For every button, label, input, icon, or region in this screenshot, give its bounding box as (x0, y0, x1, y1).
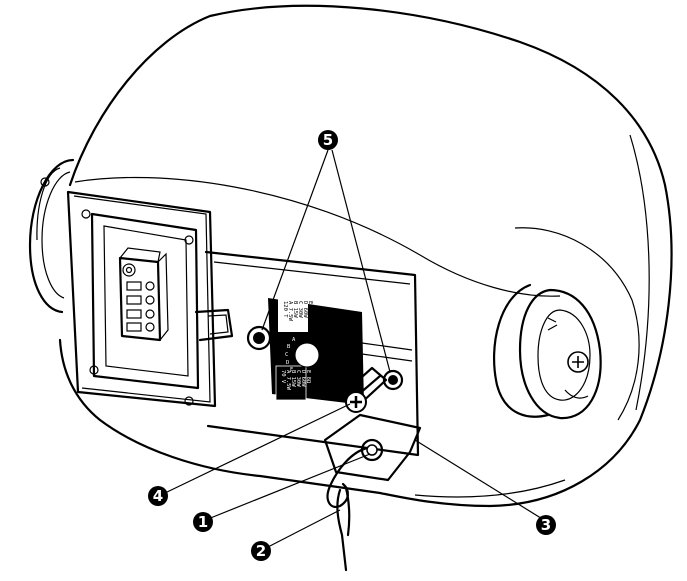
svg-text:120 T: 120 T (282, 301, 288, 318)
housing-contour-line (74, 176, 561, 297)
lower-tap-label: 70 V A 7.5W B 15W C 30W D 60W E 8Ω (280, 370, 311, 391)
dial-letters: A B C D E (285, 337, 296, 373)
svg-text:D 60W: D 60W (302, 301, 308, 318)
upper-tap-label: 120 T A 7.5W B 15W C 30W D 60W E 8Ω (282, 301, 313, 322)
latch-tab (194, 308, 234, 342)
tap-selector-dial (294, 342, 320, 368)
mounting-screw (343, 366, 388, 413)
left-knob (28, 158, 75, 314)
threaded-insert-right (382, 369, 404, 391)
leader-5b (331, 149, 391, 373)
housing-right-edge (629, 134, 650, 411)
svg-text:A: A (292, 337, 296, 343)
leader-4 (164, 403, 351, 494)
svg-text:E: E (290, 367, 293, 373)
screw-top-left (81, 209, 91, 219)
housing-outline (58, 4, 673, 508)
screw-bottom-right (184, 396, 194, 406)
svg-text:2: 2 (256, 542, 266, 560)
svg-text:C 30W: C 30W (295, 370, 301, 387)
svg-text:E 8Ω: E 8Ω (307, 301, 313, 315)
svg-text:D 60W: D 60W (300, 370, 306, 387)
svg-text:B 15W: B 15W (292, 301, 298, 318)
svg-text:A 7.5W: A 7.5W (287, 301, 293, 322)
screw-top-right (184, 235, 194, 245)
knob-center-cap (567, 351, 589, 373)
terminal-block-connector (118, 247, 169, 342)
svg-text:C 30W: C 30W (297, 301, 303, 318)
threaded-insert-left (246, 325, 272, 351)
svg-text:D: D (286, 360, 289, 366)
safety-wire (326, 446, 369, 572)
tap-switch-panel: 120 T A 7.5W B 15W C 30W D 60W E 8Ω 70 V… (204, 250, 420, 457)
svg-text:70 V: 70 V (280, 370, 286, 384)
callout-5: 5 (318, 130, 338, 150)
svg-text:3: 3 (541, 516, 551, 534)
svg-text:C: C (285, 352, 288, 358)
svg-text:5: 5 (323, 131, 333, 149)
screw-bottom-left (89, 365, 99, 375)
callout-1: 1 (193, 512, 213, 532)
svg-text:B 15W: B 15W (290, 370, 296, 387)
latch-tab-inner (207, 314, 229, 335)
callout-4: 4 (148, 486, 168, 506)
svg-text:B: B (287, 344, 291, 350)
callout-3: 3 (536, 515, 556, 535)
leader-1 (207, 453, 371, 520)
callout-2: 2 (251, 541, 271, 561)
svg-text:1: 1 (198, 513, 208, 531)
leader-3 (414, 439, 545, 521)
housing-right-curve (514, 227, 640, 421)
svg-text:A 7.5W: A 7.5W (285, 370, 291, 391)
housing-bottom-line (414, 479, 566, 498)
right-knob (493, 283, 602, 420)
leader-2 (265, 509, 341, 549)
leader-5a (261, 149, 329, 331)
svg-text:4: 4 (153, 487, 163, 505)
svg-text:E 8Ω: E 8Ω (305, 370, 311, 384)
terminal-recess (66, 190, 217, 408)
